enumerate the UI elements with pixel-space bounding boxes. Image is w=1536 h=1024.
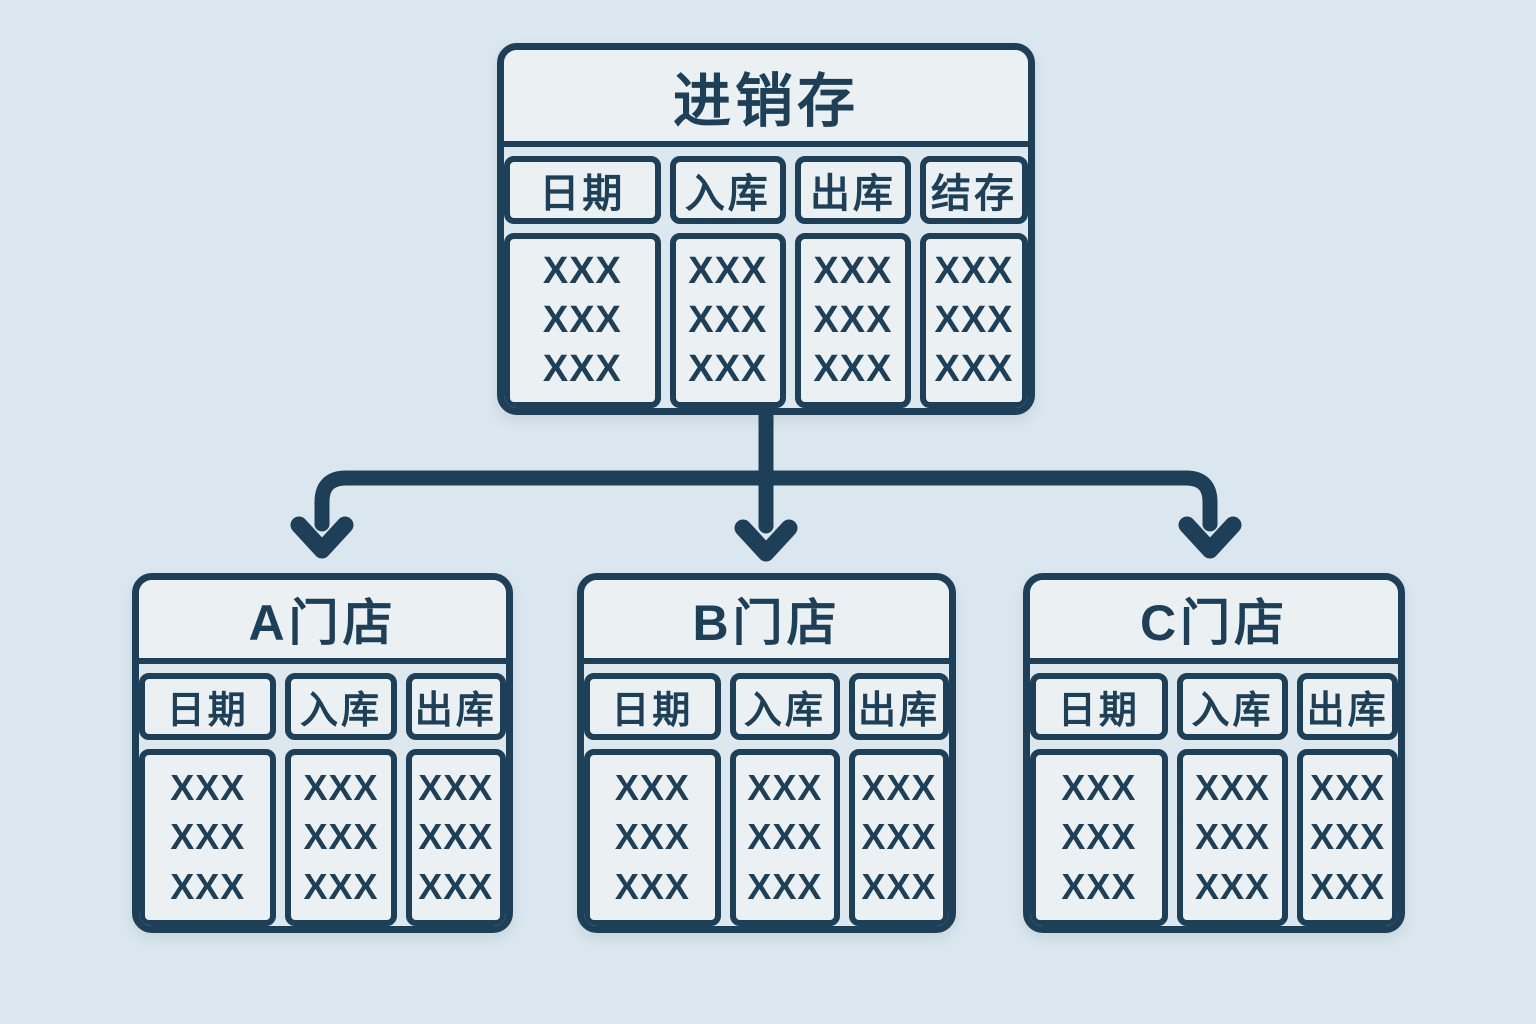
table-grid: 日期 XXX XXX XXX 入库 XXX XXX XXX 出库 XXX (139, 664, 506, 926)
table-cell: XXX (1061, 766, 1137, 808)
table-cell: XXX (813, 348, 893, 390)
table-cell: XXX (861, 816, 937, 858)
arrow-down-icon (734, 519, 798, 562)
column-header: 日期 (584, 673, 721, 740)
table-grid: 日期 XXX XXX XXX 入库 XXX XXX XXX 出库 XXX (584, 664, 949, 926)
table-column: 出库 XXX XXX XXX (794, 156, 911, 408)
table-column: 入库 XXX XXX XXX (1176, 673, 1289, 926)
column-body: XXX XXX XXX (1297, 749, 1398, 926)
table-cell: XXX (747, 766, 823, 808)
column-header: 出库 (1297, 673, 1398, 740)
table-cell: XXX (418, 766, 494, 808)
column-body: XXX XXX XXX (669, 233, 786, 408)
table-cell: XXX (1310, 766, 1386, 808)
table-cell: XXX (1310, 866, 1386, 908)
table-cell: XXX (303, 866, 379, 908)
table-cell: XXX (170, 866, 246, 908)
table-column: 出库 XXX XXX XXX (405, 673, 506, 926)
table-column: 日期 XXX XXX XXX (504, 156, 661, 408)
table-column: 入库 XXX XXX XXX (669, 156, 786, 408)
table-cell: XXX (688, 299, 768, 341)
table-cell: XXX (861, 866, 937, 908)
table-title: B门店 (584, 580, 949, 664)
table-column: 出库 XXX XXX XXX (1297, 673, 1398, 926)
table-column: 结存 XXX XXX XXX (920, 156, 1028, 408)
column-header: 入库 (1176, 673, 1289, 740)
column-header: 出库 (849, 673, 949, 740)
table-cell: XXX (934, 299, 1014, 341)
table-cell: XXX (934, 250, 1014, 292)
table-cell: XXX (418, 866, 494, 908)
column-body: XXX XXX XXX (1176, 749, 1289, 926)
child-table-store-c: C门店 日期 XXX XXX XXX 入库 XXX XXX XXX 出库 (1023, 573, 1405, 933)
column-header: 日期 (504, 156, 661, 224)
column-header: 出库 (794, 156, 911, 224)
column-body: XXX XXX XXX (794, 233, 911, 408)
column-body: XXX XXX XXX (584, 749, 721, 926)
column-body: XXX XXX XXX (1030, 749, 1168, 926)
table-column: 日期 XXX XXX XXX (139, 673, 277, 926)
column-header: 入库 (729, 673, 841, 740)
table-cell: XXX (1195, 866, 1271, 908)
table-cell: XXX (813, 250, 893, 292)
table-cell: XXX (614, 816, 690, 858)
table-cell: XXX (1061, 816, 1137, 858)
branch-bar (314, 470, 1218, 532)
table-cell: XXX (934, 348, 1014, 390)
table-title: 进销存 (504, 50, 1028, 147)
table-cell: XXX (861, 766, 937, 808)
root-table-inventory: 进销存 日期 XXX XXX XXX 入库 XXX XXX XXX 出库 (497, 43, 1035, 415)
table-column: 入库 XXX XXX XXX (729, 673, 841, 926)
column-header: 结存 (920, 156, 1028, 224)
column-header: 入库 (669, 156, 786, 224)
table-cell: XXX (170, 766, 246, 808)
table-column: 日期 XXX XXX XXX (1030, 673, 1168, 926)
column-body: XXX XXX XXX (920, 233, 1028, 408)
column-header: 日期 (1030, 673, 1168, 740)
column-body: XXX XXX XXX (285, 749, 397, 926)
column-header: 出库 (405, 673, 506, 740)
column-header: 入库 (285, 673, 397, 740)
table-column: 入库 XXX XXX XXX (285, 673, 397, 926)
table-cell: XXX (614, 766, 690, 808)
table-cell: XXX (303, 766, 379, 808)
table-cell: XXX (747, 816, 823, 858)
table-column: 日期 XXX XXX XXX (584, 673, 721, 926)
arrow-down-icon (1178, 516, 1242, 559)
column-header: 日期 (139, 673, 277, 740)
column-body: XXX XXX XXX (405, 749, 506, 926)
table-cell: XXX (170, 816, 246, 858)
table-cell: XXX (614, 866, 690, 908)
child-table-store-a: A门店 日期 XXX XXX XXX 入库 XXX XXX XXX 出库 (132, 573, 513, 933)
table-cell: XXX (1061, 866, 1137, 908)
table-cell: XXX (813, 299, 893, 341)
arrow-down-icon (290, 516, 354, 559)
table-cell: XXX (303, 816, 379, 858)
table-cell: XXX (418, 816, 494, 858)
column-body: XXX XXX XXX (849, 749, 949, 926)
table-cell: XXX (542, 348, 622, 390)
table-cell: XXX (1195, 766, 1271, 808)
table-cell: XXX (1195, 816, 1271, 858)
table-cell: XXX (688, 348, 768, 390)
table-column: 出库 XXX XXX XXX (849, 673, 949, 926)
child-table-store-b: B门店 日期 XXX XXX XXX 入库 XXX XXX XXX 出库 (577, 573, 956, 933)
table-grid: 日期 XXX XXX XXX 入库 XXX XXX XXX 出库 XXX (504, 147, 1028, 408)
table-cell: XXX (542, 250, 622, 292)
column-body: XXX XXX XXX (729, 749, 841, 926)
table-cell: XXX (542, 299, 622, 341)
column-body: XXX XXX XXX (139, 749, 277, 926)
table-grid: 日期 XXX XXX XXX 入库 XXX XXX XXX 出库 XXX (1030, 664, 1398, 926)
table-title: C门店 (1030, 580, 1398, 664)
table-cell: XXX (747, 866, 823, 908)
table-cell: XXX (1310, 816, 1386, 858)
table-cell: XXX (688, 250, 768, 292)
table-title: A门店 (139, 580, 506, 664)
column-body: XXX XXX XXX (504, 233, 661, 408)
